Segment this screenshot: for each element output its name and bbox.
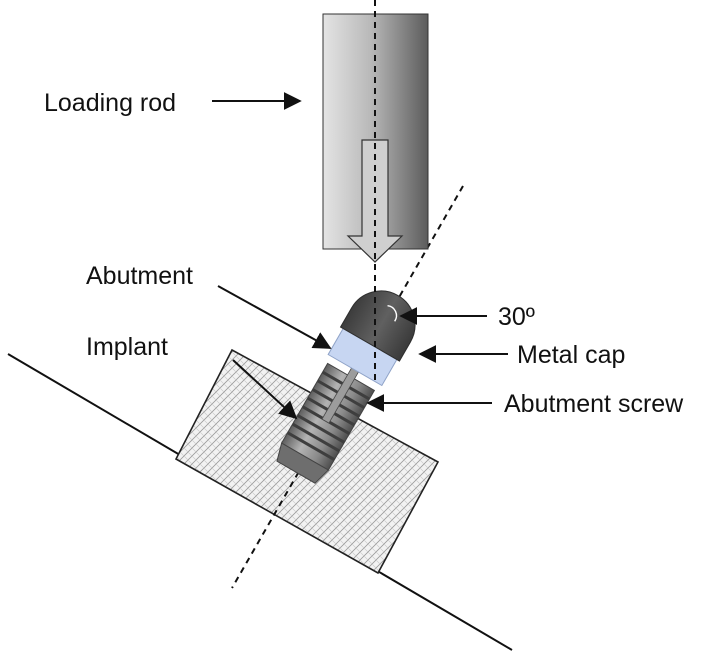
abutment-label: Abutment [86, 262, 193, 290]
implant-arrow [232, 359, 298, 420]
abutment-screw-label: Abutment screw [504, 390, 684, 418]
angle-label: 30º [498, 303, 535, 331]
metal-cap [339, 290, 416, 362]
implant-label: Implant [86, 333, 168, 361]
angle-arc [387, 304, 398, 322]
metal-cap-label: Metal cap [517, 341, 625, 369]
abutment-arrow [217, 285, 332, 349]
loading-rod-label: Loading rod [44, 89, 176, 117]
implant-assembly [276, 290, 416, 484]
